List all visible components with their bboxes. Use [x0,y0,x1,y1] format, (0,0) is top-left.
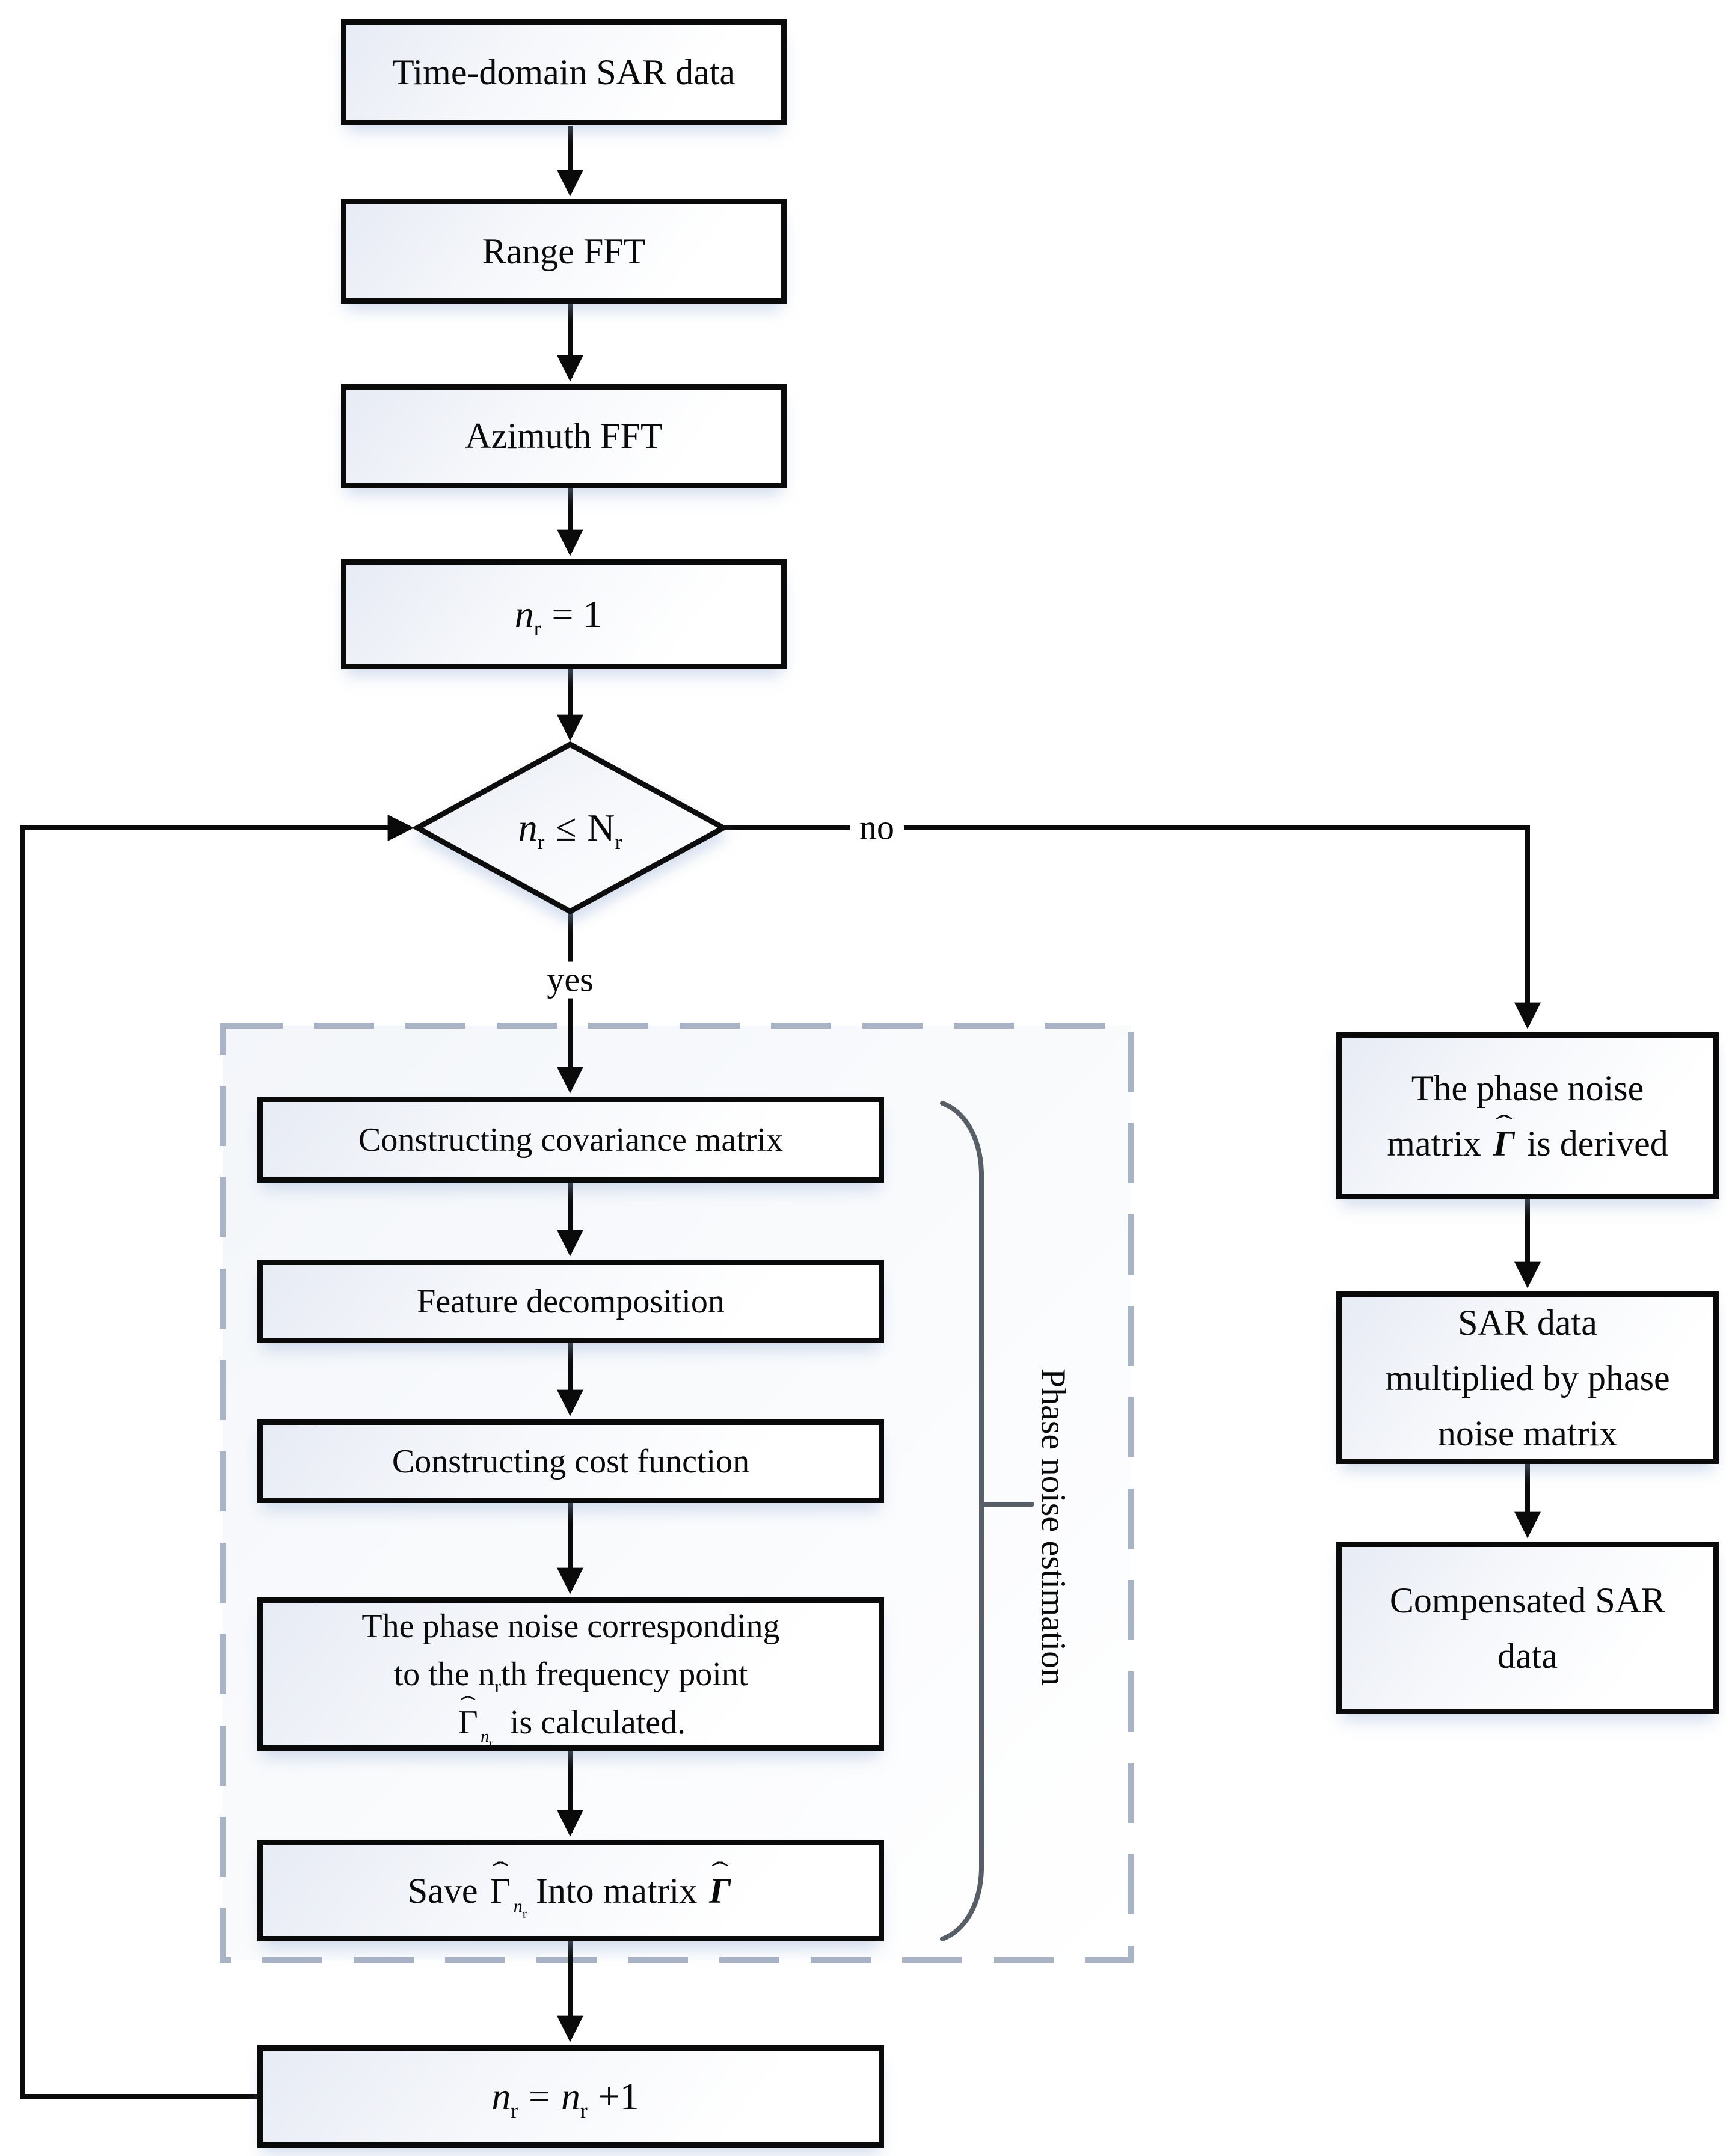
brace [940,1101,984,1941]
node-range-fft: Range FFT [341,199,787,304]
node-azimuth-fft: Azimuth FFT [341,384,787,488]
node-constructing-cost-function: Constructing cost function [257,1419,884,1503]
node-label: Azimuth FFT [465,416,663,456]
node-label: Feature decomposition [417,1282,725,1320]
node-time-domain-sar-data: Time-domain SAR data [341,19,787,125]
equation-nr-equals-1: nr= 1 [514,592,603,640]
decision-diamond [411,741,729,915]
equation-nr-increment: nr=nr+1 [491,2075,639,2122]
node-feature-decomposition: Feature decomposition [257,1260,884,1343]
node-compensated-sar-data: Compensated SAR data [1336,1542,1719,1714]
node-init-nr: nr= 1 [341,559,787,669]
node-sar-data-multiplied: SAR data multiplied by phase noise matri… [1336,1291,1719,1464]
decision-condition: nr≤Nr [518,806,622,854]
node-phase-noise-calculated: The phase noise corresponding to the nrt… [257,1597,884,1751]
node-label: Range FFT [482,231,646,271]
edge-label-yes: yes [537,961,603,999]
node-increment-nr: nr=nr+1 [257,2045,884,2148]
node-label: Constructing covariance matrix [358,1121,783,1159]
edge-decision-no [723,825,1541,1029]
edge-label-no: no [850,809,904,847]
node-label: Time-domain SAR data [392,52,736,92]
node-constructing-covariance-matrix: Constructing covariance matrix [257,1097,884,1183]
brace-label-phase-noise-estimation: Phase noise estimation [1034,1368,1073,1686]
node-label: Constructing cost function [392,1442,750,1480]
edge-increment-feedback [20,815,414,2099]
